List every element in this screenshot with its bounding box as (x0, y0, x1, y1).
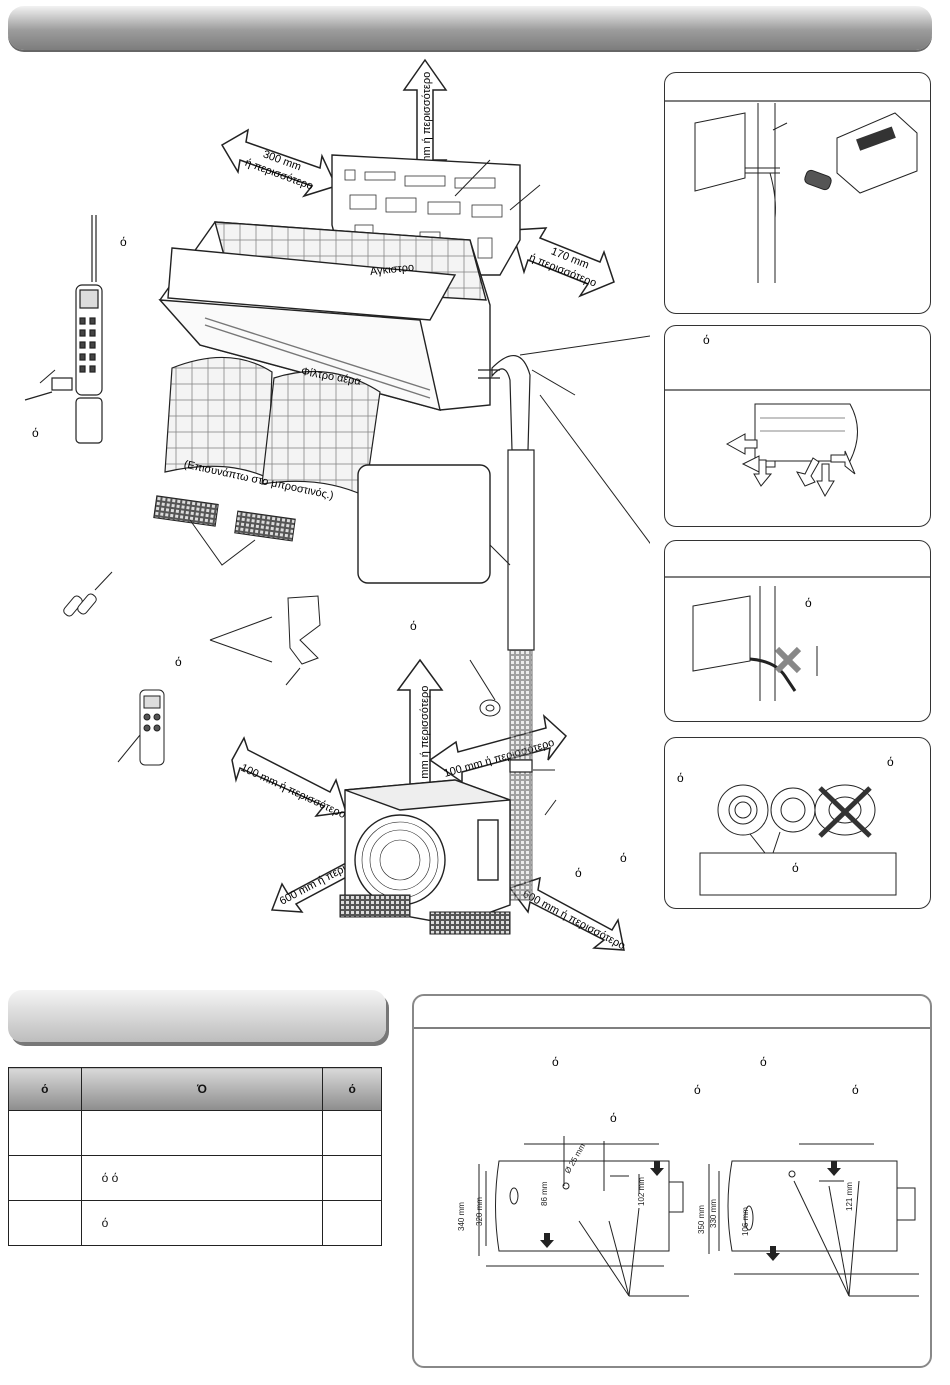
panel-flare: ό ό ό (664, 737, 931, 909)
dim-330: 330 mm (709, 1199, 718, 1228)
dim-340: 340 mm (457, 1202, 466, 1231)
glyph-8: ό (805, 596, 812, 610)
table-cell: ό ό (80, 1155, 324, 1201)
table-cell (322, 1110, 382, 1156)
table-row: ό (8, 1200, 382, 1246)
dim-d25: Ø 25 mm (563, 1142, 587, 1175)
table-header-2: Ό (80, 1067, 324, 1111)
parts-table: ό Ό ό ό ό ό (8, 1067, 382, 1246)
dim-102: 102 mm (637, 1177, 646, 1206)
panel-drain-hose: ό (664, 540, 931, 722)
table-cell (322, 1200, 382, 1246)
outdoor-block-2 (429, 911, 511, 935)
table-cell (8, 1155, 82, 1201)
glyph-16: ό (610, 1111, 617, 1125)
dim-350: 350 mm (697, 1205, 706, 1234)
table-cell (80, 1110, 324, 1156)
table-row (8, 1110, 382, 1156)
outdoor-unit (344, 779, 511, 926)
hook-label: Αγκιστρο (369, 262, 414, 279)
wired-remote (24, 215, 103, 444)
table-cell (8, 1110, 82, 1156)
glyph-5: ό (620, 851, 627, 865)
wireless-remote (139, 689, 165, 766)
glyph-13: ό (760, 1055, 767, 1069)
outdoor-rear-label: 600 mm ή περισσότερο (521, 888, 628, 952)
outdoor-dim-left (478, 1136, 689, 1297)
glyph-9: ό (677, 771, 684, 785)
air-filters (164, 356, 381, 497)
top-clearance-label: 50 mm ή περισσότερο (421, 72, 433, 180)
dim-121: 121 mm (845, 1182, 854, 1211)
glyph-14: ό (694, 1083, 701, 1097)
dim-320: 320 mm (475, 1197, 484, 1226)
glyph-10: ό (887, 755, 894, 769)
table-cell: ό (80, 1200, 324, 1246)
note-box (357, 464, 491, 584)
table-header-1: ό (8, 1067, 82, 1111)
glyph-12: ό (552, 1055, 559, 1069)
remote-holder (287, 595, 321, 665)
table-cell (8, 1200, 82, 1246)
glyph-11: ό (792, 861, 799, 875)
glyph-15: ό (852, 1083, 859, 1097)
panel-drain-direction: ό (664, 325, 931, 527)
table-row: ό ό (8, 1155, 382, 1201)
indoor-unit (158, 221, 491, 411)
panel-wall-hole (664, 72, 931, 314)
table-header-3: ό (322, 1067, 382, 1111)
glyph-1: ό (120, 235, 127, 249)
page-header-bar (8, 6, 932, 50)
dimension-panel: ό ό ό ό ό 340 mm 320 mm (412, 994, 932, 1368)
section-title-box (8, 990, 386, 1042)
batteries (63, 593, 97, 617)
outdoor-top-label: 600 mm ή περισσότερο (419, 686, 431, 800)
outdoor-dim-right (708, 1143, 919, 1297)
outdoor-block-1 (339, 894, 411, 918)
installation-diagram: 50 mm ή περισσότερο 300 mmή περισσότερο … (24, 58, 650, 952)
dim-106: 106 mm (741, 1207, 750, 1236)
glyph-3: ό (175, 655, 182, 669)
table-cell (322, 1155, 382, 1201)
right-clearance-arrow (511, 227, 615, 298)
dim-86: 86 mm (540, 1181, 549, 1206)
glyph-4: ό (410, 619, 417, 633)
glyph-2: ό (32, 426, 39, 440)
glyph-7: ό (703, 333, 710, 347)
glyph-6: ό (575, 866, 582, 880)
piping (478, 355, 535, 901)
